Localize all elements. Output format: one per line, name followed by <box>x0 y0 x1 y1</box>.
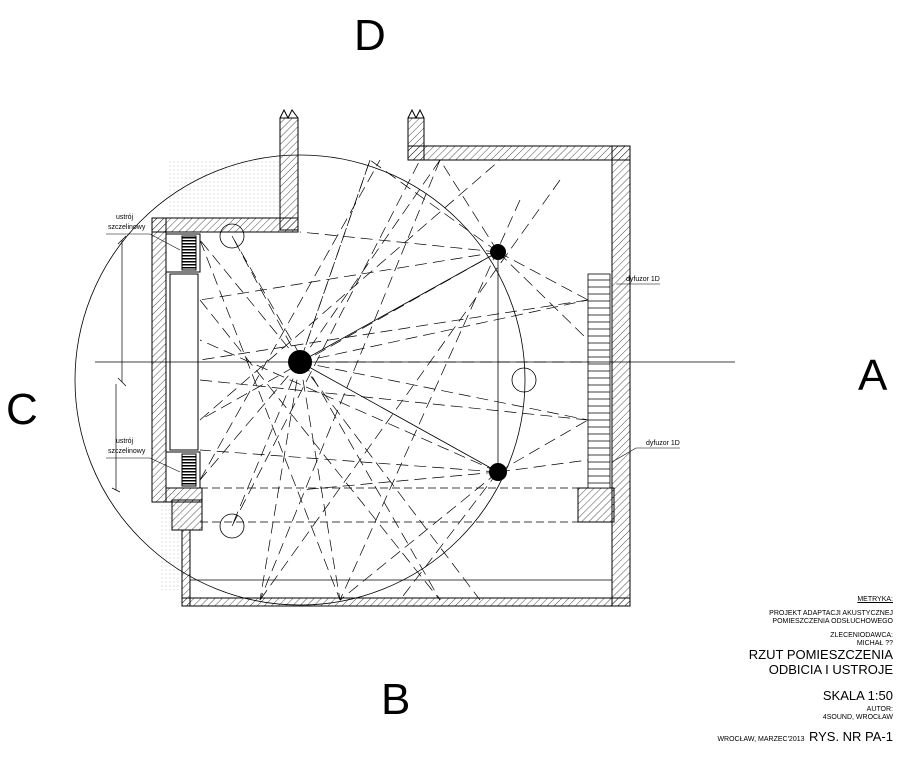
direct-sound-lines <box>299 251 499 473</box>
speaker-right <box>489 463 507 481</box>
reflection-ray <box>299 361 589 421</box>
speaker-left <box>490 244 506 260</box>
reflection-ray <box>299 361 481 601</box>
drawing-title-line-1: RZUT POMIESZCZENIA <box>748 647 893 662</box>
reflection-ray <box>259 179 561 601</box>
reflection-ray <box>199 361 301 481</box>
diffuser-label-bottom: dyfuzor 1D <box>646 440 680 447</box>
reflection-ray <box>199 159 381 481</box>
reflection-ray <box>369 159 499 253</box>
reflection-ray <box>339 199 521 601</box>
place-date: WROCŁAW, MARZEC'2013 <box>717 736 805 743</box>
reflection-ray <box>199 251 499 301</box>
side-label-c: C <box>6 385 38 434</box>
scale-label: SKALA 1:50 <box>822 688 893 703</box>
reflection-ray <box>199 159 501 421</box>
marker-circle-top <box>219 223 245 249</box>
coverage-circle <box>74 154 526 606</box>
reflection-ray <box>231 159 421 527</box>
drawing-title-line-2: ODBICIA I USTROJE <box>768 662 893 677</box>
reflection-ray <box>231 361 301 527</box>
side-label-d: D <box>354 11 386 60</box>
wall-break-right <box>407 108 425 120</box>
reflection-ray <box>299 471 499 491</box>
reflection-ray <box>497 251 589 341</box>
side-label-a: A <box>858 351 888 400</box>
reflection-ray <box>199 239 341 601</box>
slot-absorber-top <box>165 233 201 273</box>
project-line-1: PROJEKT ADAPTACJI AKUSTYCZNEJ <box>769 610 893 617</box>
metryka-label: METRYKA: <box>857 596 893 603</box>
reflection-ray <box>339 471 499 601</box>
reflection-ray <box>497 419 589 473</box>
author-label: AUTOR: <box>866 706 893 713</box>
reflection-ray <box>439 159 499 253</box>
reflection-ray <box>299 231 499 253</box>
slot-label-bottom-line1: ustrój <box>116 438 134 445</box>
reflection-ray <box>299 361 341 601</box>
reflection-ray <box>199 299 441 601</box>
outside-dotted-area-top <box>168 160 280 220</box>
diffuser-label-top: dyfuzor 1D <box>626 276 660 283</box>
reflection-ray <box>199 299 589 361</box>
author-name: 4SOUND, WROCŁAW <box>822 714 893 721</box>
reflection-ray <box>199 239 301 363</box>
slot-label-top-line2: szczelinowy <box>108 224 146 231</box>
reflection-ray <box>299 299 589 363</box>
wall-break-left <box>279 108 299 120</box>
reflection-ray <box>399 471 499 601</box>
marker-circle-right <box>511 367 537 393</box>
client-name: MICHAŁ ?? <box>856 640 893 647</box>
reflection-ray <box>199 449 499 473</box>
leader-lines <box>106 233 680 473</box>
slot-label-bottom-line2: szczelinowy <box>108 448 146 455</box>
reflection-ray <box>259 361 301 601</box>
reflection-ray <box>231 235 301 363</box>
slot-absorber-bottom <box>165 451 201 489</box>
listening-position <box>288 350 312 374</box>
side-label-b: B <box>381 675 411 724</box>
footer-line: WROCŁAW, MARZEC'2013 RYS. NR PA-1 <box>717 728 893 746</box>
slot-label-top-line1: ustrój <box>116 214 134 221</box>
project-line-2: POMIESZCZENIA ODSŁUCHOWEGO <box>772 618 893 625</box>
marker-circle-bottom <box>219 513 245 539</box>
dimension-lines <box>111 235 127 493</box>
diffuser-1d <box>587 273 611 489</box>
client-label: ZLECENIODAWCA: <box>830 632 893 639</box>
reflection-ray <box>497 459 589 473</box>
reflection-ray <box>259 159 441 601</box>
room-walls <box>151 117 631 607</box>
drawing-number: RYS. NR PA-1 <box>808 729 893 744</box>
reflection-ray <box>199 379 589 421</box>
reflection-ray <box>497 251 589 301</box>
reflection-ray <box>231 235 441 601</box>
reflection-rays <box>199 159 590 601</box>
